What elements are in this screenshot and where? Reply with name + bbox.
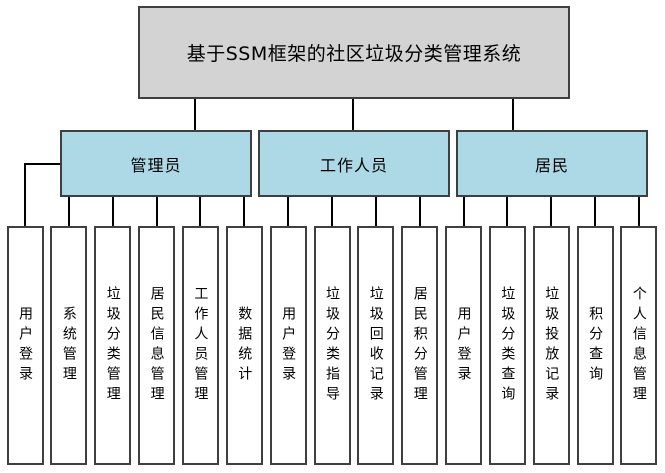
- leaf-personal-info-management: 个人信息管理: [620, 226, 658, 465]
- leaf-user-login-staff: 用户登录: [269, 226, 307, 465]
- root-title-label: 基于SSM框架的社区垃圾分类管理系统: [186, 43, 522, 65]
- branch-resident-label: 居民: [534, 155, 569, 175]
- branch-admin: 管理员: [60, 130, 252, 197]
- leaf-garbage-classification-management: 垃圾分类管理: [94, 226, 132, 465]
- connector-line: [352, 99, 354, 130]
- branch-staff-label: 工作人员: [319, 155, 388, 175]
- leaf-resident-info-management: 居民信息管理: [138, 226, 176, 465]
- connector-line: [199, 197, 202, 226]
- connector-line: [194, 99, 196, 130]
- connector-elbow-horizontal: [24, 163, 60, 165]
- leaf-garbage-recycling-records: 垃圾回收记录: [357, 226, 395, 465]
- connector-line: [637, 197, 640, 226]
- leaf-system-management: 系统管理: [50, 226, 88, 465]
- connector-line: [506, 197, 509, 226]
- connector-line: [374, 197, 377, 226]
- leaf-garbage-disposal-records: 垃圾投放记录: [532, 226, 570, 465]
- branch-staff: 工作人员: [258, 130, 450, 197]
- branch-admin-label: 管理员: [130, 155, 182, 175]
- connector-line: [512, 99, 514, 130]
- leaf-user-login-resident: 用户登录: [445, 226, 482, 465]
- branch-resident: 居民: [456, 130, 648, 197]
- leaf-user-login-admin: 用户登录: [6, 226, 44, 465]
- connector-line: [418, 197, 421, 226]
- leaf-garbage-classification-guidance: 垃圾分类指导: [313, 226, 351, 465]
- leaf-data-statistics: 数据统计: [225, 226, 263, 465]
- connector-elbow-vertical: [24, 163, 26, 226]
- connector-line: [594, 197, 597, 226]
- connector-line: [111, 197, 114, 226]
- connector-line: [331, 197, 333, 226]
- leaf-points-query: 积分查询: [576, 226, 614, 465]
- leaf-garbage-classification-query: 垃圾分类查询: [488, 226, 526, 465]
- connector-line: [155, 197, 158, 226]
- connector-line: [550, 197, 553, 226]
- connector-line: [67, 197, 70, 226]
- leaf-staff-management: 工作人员管理: [181, 226, 219, 465]
- connector-line: [287, 197, 290, 226]
- leaf-resident-points-management: 居民积分管理: [401, 226, 439, 465]
- root-title-box: 基于SSM框架的社区垃圾分类管理系统: [138, 6, 570, 99]
- connector-line: [243, 197, 246, 226]
- connector-line: [462, 197, 465, 226]
